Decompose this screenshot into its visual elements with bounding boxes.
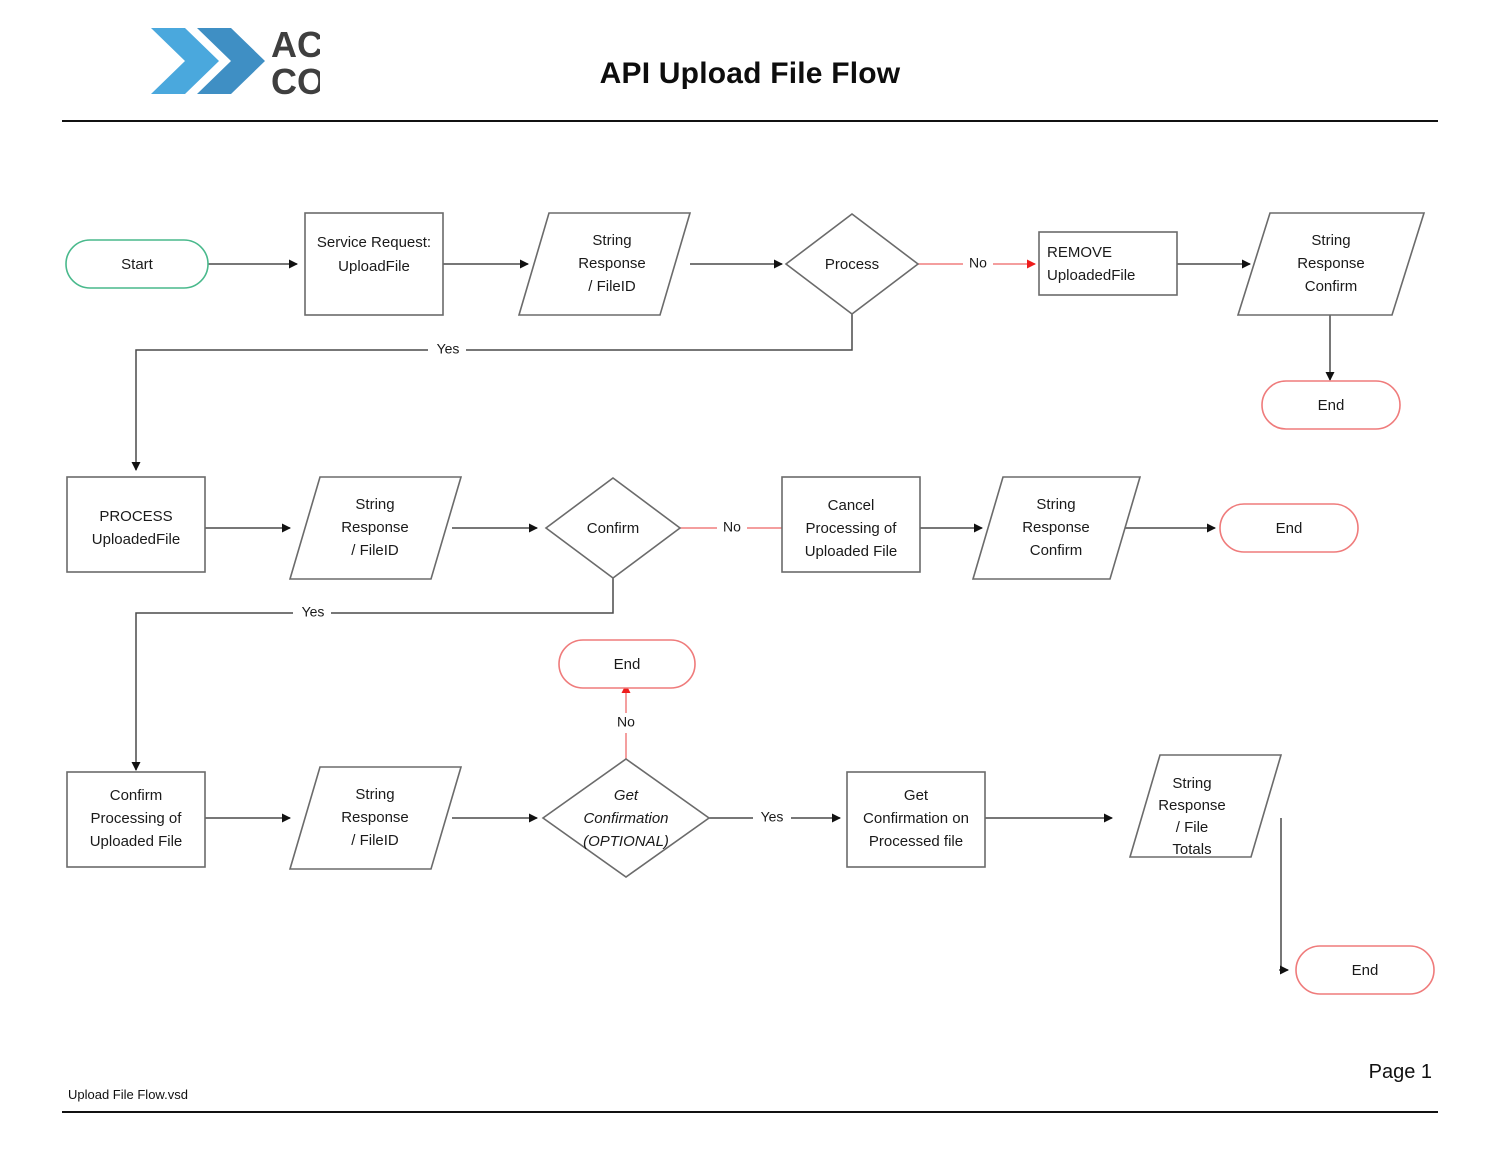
node-decision-get-confirmation[interactable]: Get Confirmation (OPTIONAL) bbox=[541, 758, 711, 878]
edge-label-row2-no: No bbox=[717, 518, 747, 538]
edge-label-row2-yes: Yes bbox=[293, 603, 331, 623]
row3-shapes: End No Confirm Processing of Uploaded Fi… bbox=[66, 639, 1435, 995]
edge-label-row1-no-text: No bbox=[969, 255, 987, 271]
page-title: API Upload File Flow bbox=[599, 57, 901, 90]
node-response-fileid-1-line3: / FileID bbox=[588, 278, 636, 295]
node-cancel-processing-line2: Processing of bbox=[806, 520, 898, 537]
node-response-confirm-1-line2: Response bbox=[1297, 255, 1365, 272]
node-cancel-processing[interactable]: Cancel Processing of Uploaded File bbox=[781, 476, 921, 573]
node-end-3[interactable]: End bbox=[558, 639, 696, 689]
node-response-confirm-2-line2: Response bbox=[1022, 519, 1090, 536]
node-decision-process[interactable]: Process bbox=[784, 212, 920, 316]
node-start-label: Start bbox=[121, 256, 154, 273]
row2-shapes: PROCESS UploadedFile String Response / F… bbox=[66, 476, 1359, 623]
edge-label-row1-yes: Yes bbox=[428, 340, 466, 360]
node-decision-process-label: Process bbox=[825, 256, 879, 273]
node-decision-get-confirmation-line2: Confirmation bbox=[583, 810, 668, 827]
edge-label-row3-no-text: No bbox=[617, 714, 635, 730]
node-decision-confirm-label: Confirm bbox=[587, 520, 640, 537]
footer-page-number: Page 1 bbox=[1368, 1061, 1432, 1083]
node-decision-get-confirmation-line1: Get bbox=[614, 787, 639, 804]
edge-label-row2-yes-text: Yes bbox=[302, 604, 325, 620]
node-remove-uploadedfile[interactable]: REMOVE UploadedFile bbox=[1038, 231, 1178, 296]
row1-shapes: Start Service Request: UploadFile String… bbox=[65, 212, 1426, 430]
node-remove-uploadedfile-line1: REMOVE bbox=[1047, 244, 1112, 261]
edge-label-row1-yes-text: Yes bbox=[437, 341, 460, 357]
node-get-confirmation-on-line2: Confirmation on bbox=[863, 810, 969, 827]
node-cancel-processing-line3: Uploaded File bbox=[805, 543, 898, 560]
node-response-fileid-2-line2: Response bbox=[341, 519, 409, 536]
node-decision-confirm[interactable]: Confirm bbox=[544, 477, 682, 579]
node-response-confirm-1[interactable]: String Response Confirm bbox=[1236, 212, 1426, 316]
node-end-1-label: End bbox=[1318, 397, 1345, 414]
node-response-fileid-3-line1: String bbox=[355, 786, 394, 803]
node-end-4-label: End bbox=[1352, 962, 1379, 979]
page-footer: Page 1 Upload File Flow.vsd bbox=[0, 1061, 1500, 1159]
node-response-fileid-1-line2: Response bbox=[578, 255, 646, 272]
connector-filetotals-to-end-path bbox=[1279, 818, 1282, 971]
node-response-confirm-2[interactable]: String Response Confirm bbox=[971, 476, 1142, 580]
logo-chevron-icon bbox=[151, 28, 265, 94]
node-response-confirm-1-line3: Confirm bbox=[1305, 278, 1358, 295]
node-service-request-line2: UploadFile bbox=[338, 258, 410, 275]
node-response-file-totals[interactable]: String Response / File Totals bbox=[1128, 754, 1283, 858]
node-service-request-uploadfile[interactable]: Service Request: UploadFile bbox=[304, 212, 444, 316]
node-confirm-processing[interactable]: Confirm Processing of Uploaded File bbox=[66, 771, 206, 868]
connector-process-yes-to-process-uploadedfile bbox=[131, 314, 853, 471]
node-response-fileid-3[interactable]: String Response / FileID bbox=[288, 766, 463, 870]
edge-label-row3-yes-text: Yes bbox=[761, 809, 784, 825]
node-response-fileid-1-line1: String bbox=[592, 232, 631, 249]
connector-confirm-yes-to-confirmprocessing bbox=[131, 578, 614, 771]
node-confirm-processing-line1: Confirm bbox=[110, 787, 163, 804]
node-end-1[interactable]: End bbox=[1261, 380, 1401, 430]
node-response-file-totals-line1: String bbox=[1172, 775, 1211, 792]
page-header: ACH COM API Upload File Flow bbox=[0, 0, 1500, 122]
row1-connectors bbox=[131, 259, 1335, 471]
node-end-2[interactable]: End bbox=[1219, 503, 1359, 553]
node-response-fileid-2-line3: / FileID bbox=[351, 542, 399, 559]
footer-divider bbox=[62, 1111, 1438, 1113]
node-end-3-label: End bbox=[614, 656, 641, 673]
node-cancel-processing-line1: Cancel bbox=[828, 497, 875, 514]
node-decision-get-confirmation-line3: (OPTIONAL) bbox=[583, 833, 669, 850]
edge-label-row2-no-text: No bbox=[723, 519, 741, 535]
node-response-fileid-3-line2: Response bbox=[341, 809, 409, 826]
edge-label-row3-no: No bbox=[611, 713, 641, 733]
node-response-fileid-1[interactable]: String Response / FileID bbox=[517, 212, 692, 316]
node-response-confirm-2-line1: String bbox=[1036, 496, 1075, 513]
node-response-file-totals-line4: Totals bbox=[1172, 841, 1211, 858]
node-end-4[interactable]: End bbox=[1295, 945, 1435, 995]
node-confirm-processing-line2: Processing of bbox=[91, 810, 183, 827]
node-response-file-totals-line3: / File bbox=[1176, 819, 1209, 836]
node-response-file-totals-line2: Response bbox=[1158, 797, 1226, 814]
edge-label-row1-no: No bbox=[963, 254, 993, 274]
node-process-uploadedfile-line1: PROCESS bbox=[99, 508, 172, 525]
node-get-confirmation-on-processed[interactable]: Get Confirmation on Processed file bbox=[846, 771, 986, 868]
node-response-confirm-1-line1: String bbox=[1311, 232, 1350, 249]
edge-label-row3-yes: Yes bbox=[753, 808, 791, 828]
node-start[interactable]: Start bbox=[65, 239, 209, 289]
node-end-2-label: End bbox=[1276, 520, 1303, 537]
chevron-left-icon bbox=[151, 28, 219, 94]
node-response-confirm-2-line3: Confirm bbox=[1030, 542, 1083, 559]
node-process-uploadedfile[interactable]: PROCESS UploadedFile bbox=[66, 476, 206, 573]
node-process-uploadedfile-line2: UploadedFile bbox=[92, 531, 180, 548]
node-get-confirmation-on-line3: Processed file bbox=[869, 833, 963, 850]
chevron-right-icon bbox=[197, 28, 265, 94]
header-divider bbox=[62, 120, 1438, 122]
node-response-fileid-2[interactable]: String Response / FileID bbox=[288, 476, 463, 580]
node-service-request-line1: Service Request: bbox=[317, 234, 431, 251]
node-response-fileid-3-line3: / FileID bbox=[351, 832, 399, 849]
node-get-confirmation-on-line1: Get bbox=[904, 787, 929, 804]
node-confirm-processing-line3: Uploaded File bbox=[90, 833, 183, 850]
node-remove-uploadedfile-line2: UploadedFile bbox=[1047, 267, 1135, 284]
node-response-fileid-2-line1: String bbox=[355, 496, 394, 513]
flowchart-canvas: Start Service Request: UploadFile String… bbox=[0, 122, 1500, 1072]
footer-file-name: Upload File Flow.vsd bbox=[68, 1087, 188, 1102]
